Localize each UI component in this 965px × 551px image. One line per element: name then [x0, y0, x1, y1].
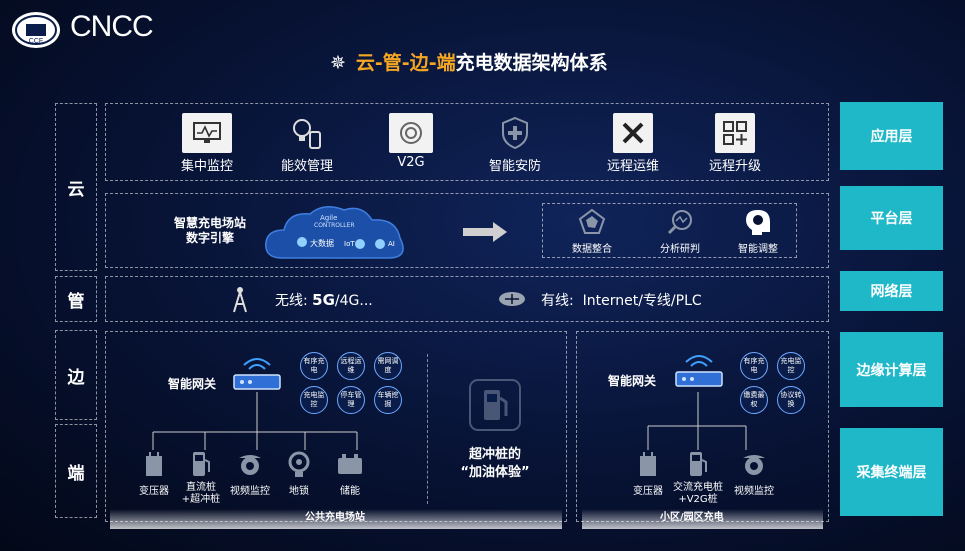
- side-label-cloud: 云: [55, 103, 97, 271]
- layer-application: 应用层: [840, 102, 943, 170]
- application-panel: [105, 103, 829, 181]
- feature-data-integration: 数据整合: [560, 208, 624, 255]
- network-panel: [105, 276, 829, 322]
- grid-plus-icon: [715, 113, 755, 153]
- device-camera: 视频监控: [225, 450, 275, 497]
- public-station-label: 公共充电场站: [305, 512, 365, 523]
- transformer-icon: [146, 452, 162, 476]
- antenna-icon: [228, 284, 252, 314]
- bubble-item: 充电监控: [777, 352, 805, 380]
- gateway-router-icon: [230, 355, 284, 395]
- battery-icon: [338, 454, 362, 474]
- camera-icon: [239, 455, 261, 475]
- device-ac-charger: 交流充电桩 +V2G桩: [666, 450, 730, 506]
- device-camera-community: 视频监控: [728, 450, 780, 497]
- gear-circle-icon: [389, 113, 433, 153]
- bubble-item: 充电监控: [300, 386, 328, 414]
- community-glow: [582, 509, 823, 529]
- layer-collection-terminal: 采集终端层: [840, 428, 943, 516]
- app-item-security: 智能安防: [480, 113, 550, 174]
- device-storage: 储能: [330, 450, 370, 497]
- bubble-item: 协议转换: [777, 386, 805, 414]
- router-icon: [498, 290, 526, 308]
- device-lock: 地锁: [282, 450, 316, 497]
- svg-text:CCF: CCF: [29, 38, 43, 45]
- side-label-pipe: 管: [55, 276, 97, 322]
- bubble-item: 车辆挖掘: [374, 386, 402, 414]
- page-title: ✵ 云-管-边-端充电数据架构体系: [330, 48, 608, 75]
- cloud-title: Agile: [320, 214, 338, 222]
- cloud-ai: AI: [388, 240, 395, 248]
- bubble-item: 远程运维: [337, 352, 365, 380]
- cloud-graphic: Agile CONTROLLER 大数据 IoT AI: [262, 200, 412, 266]
- community-bubble-grid: 有序充电 充电监控 缴费最权 协议转换: [740, 352, 808, 414]
- device-dc-charger: 直流桩 +超冲桩: [176, 450, 226, 506]
- super-charge-text: 超冲桩的“加油体验”: [460, 447, 530, 480]
- bubble-item: 有序充电: [740, 352, 768, 380]
- app-label: 远程升级: [708, 159, 761, 174]
- platform-panel: [105, 193, 829, 268]
- cloud-bigdata: 大数据: [310, 239, 334, 248]
- parking-lock-icon: [288, 451, 310, 477]
- head-gear-icon: [746, 210, 770, 235]
- cloud-subtitle: CONTROLLER: [314, 222, 355, 229]
- community-connector-lines: [640, 392, 760, 452]
- layer-network: 网络层: [840, 271, 943, 311]
- search-chart-icon: [667, 210, 692, 235]
- public-station-divider: [427, 354, 428, 504]
- title-highlight: 云-管-边-端: [355, 52, 456, 74]
- arrow-right-icon: [463, 222, 507, 242]
- charger-icon: [193, 452, 210, 476]
- logo-text: CNCC: [70, 10, 154, 43]
- public-gateway-label: 智能网关: [168, 377, 217, 391]
- tools-icon: [613, 113, 653, 153]
- cloud-iot: IoT: [344, 240, 355, 248]
- app-item-monitor: 集中监控: [172, 113, 242, 174]
- bubble-item: 需网调度: [374, 352, 402, 380]
- side-label-end: 端: [55, 424, 97, 518]
- app-item-remote-upgrade: 远程升级: [700, 113, 770, 174]
- app-label: 能效管理: [280, 159, 333, 174]
- wireless-label: 无线: 5G/4G...: [275, 291, 373, 309]
- layer-edge-computing: 边缘计算层: [840, 332, 943, 407]
- community-gateway-icon: [672, 352, 726, 392]
- title-rest: 充电数据架构体系: [455, 52, 608, 74]
- feature-analysis: 分析研判: [648, 208, 712, 255]
- camera-icon: [743, 455, 765, 475]
- radar-icon: [578, 208, 606, 234]
- app-item-energy: 能效管理: [272, 113, 342, 174]
- app-label: 远程运维: [606, 159, 659, 174]
- feature-smart-adjust: 智能调整: [726, 208, 790, 255]
- fuel-pump-icon: [468, 378, 522, 432]
- device-transformer-community: 变压器: [624, 450, 672, 497]
- bubble-item: 缴费最权: [740, 386, 768, 414]
- transformer-icon: [640, 452, 656, 476]
- device-transformer: 变压器: [130, 450, 178, 497]
- app-label: 智能安防: [488, 159, 541, 174]
- shield-plus-icon: [480, 113, 550, 153]
- public-bubble-grid: 有序充电 远程运维 需网调度 充电监控 停车管理 车辆挖掘: [300, 352, 420, 414]
- title-star-icon: ✵: [330, 52, 346, 74]
- ccf-logo: CCF: [10, 10, 62, 50]
- charger-icon: [690, 452, 707, 476]
- app-item-v2g: V2G: [376, 113, 446, 170]
- community-label: 小区/园区充电: [660, 512, 724, 523]
- platform-features-panel: [542, 203, 797, 258]
- community-gateway-label: 智能网关: [608, 374, 657, 388]
- public-station-glow: [110, 509, 562, 529]
- wired-label: 有线: Internet/专线/PLC: [541, 293, 702, 309]
- layer-platform: 平台层: [840, 186, 943, 250]
- monitor-icon: [182, 113, 232, 153]
- app-item-remote-ops: 远程运维: [598, 113, 668, 174]
- public-connector-lines: [145, 392, 370, 452]
- bubble-item: 停车管理: [337, 386, 365, 414]
- engine-label: 智慧充电场站数字引擎: [173, 216, 246, 245]
- lightbulb-phone-icon: [272, 113, 342, 153]
- bubble-item: 有序充电: [300, 352, 328, 380]
- app-label: 集中监控: [180, 159, 233, 174]
- side-label-edge: 边: [55, 330, 97, 420]
- app-label: V2G: [397, 155, 425, 170]
